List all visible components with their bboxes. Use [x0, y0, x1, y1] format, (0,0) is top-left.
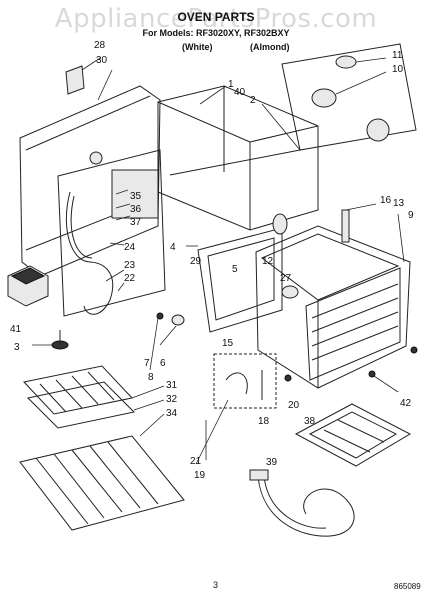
callout-7: 7 [144, 358, 150, 369]
callout-8: 8 [148, 372, 154, 383]
callout-21: 21 [190, 456, 202, 467]
color-label-almond: (Almond) [250, 42, 290, 52]
callout-1: 1 [228, 79, 234, 90]
part-41-block [7, 265, 49, 307]
callout-3: 3 [14, 342, 20, 353]
callout-35: 35 [130, 191, 142, 202]
screws [284, 346, 418, 393]
callout-2: 2 [250, 95, 256, 106]
callout-9: 9 [408, 210, 414, 221]
wiring-harness [66, 191, 125, 315]
callout-11: 11 [392, 50, 403, 61]
broil-element [249, 469, 355, 537]
callout-34: 34 [166, 408, 178, 419]
watermark-text: AppliancePartsPros.com [54, 4, 378, 34]
callout-36: 36 [130, 204, 142, 215]
callout-42: 42 [400, 398, 412, 409]
part-12-cover [272, 213, 288, 235]
color-label-white: (White) [182, 42, 213, 52]
callout-38: 38 [304, 416, 316, 427]
callout-5: 5 [232, 264, 238, 275]
callout-10: 10 [392, 64, 404, 75]
callout-37: 37 [130, 217, 142, 228]
callout-19: 19 [194, 470, 206, 481]
callout-16: 16 [380, 195, 392, 206]
callout-15: 15 [222, 338, 234, 349]
callout-22: 22 [124, 273, 136, 284]
model-line: For Models: RF3020XY, RF302BXY [142, 28, 290, 38]
callout-12: 12 [262, 256, 274, 267]
callout-20: 20 [288, 400, 300, 411]
page-title: OVEN PARTS [177, 10, 255, 24]
page-number: 3 [213, 580, 219, 590]
callout-27: 27 [280, 273, 292, 284]
oven-frame [157, 85, 319, 231]
bake-element [294, 403, 412, 467]
callout-41: 41 [10, 324, 22, 335]
callout-13: 13 [393, 198, 405, 209]
callout-4: 4 [170, 242, 176, 253]
callout-29: 29 [190, 256, 202, 267]
callout-23: 23 [124, 260, 136, 271]
callout-32: 32 [166, 394, 178, 405]
part-28-plate [65, 57, 101, 95]
callout-30: 30 [96, 55, 108, 66]
front-frame [186, 227, 283, 333]
oven-light-assembly [261, 43, 417, 151]
callout-31: 31 [166, 380, 178, 391]
document-number: 865089 [394, 582, 421, 591]
callout-6: 6 [160, 358, 166, 369]
broil-pan-and-racks [19, 365, 185, 531]
small-fasteners [149, 312, 185, 371]
callout-39: 39 [266, 457, 278, 468]
oven-liner [255, 203, 411, 389]
callout-40: 40 [234, 87, 246, 98]
callout-18: 18 [258, 416, 270, 427]
side-panel [57, 149, 166, 317]
leveling-leg [32, 330, 69, 350]
callout-28: 28 [94, 40, 106, 51]
door-hinge-assembly [195, 353, 277, 465]
callout-24: 24 [124, 242, 136, 253]
